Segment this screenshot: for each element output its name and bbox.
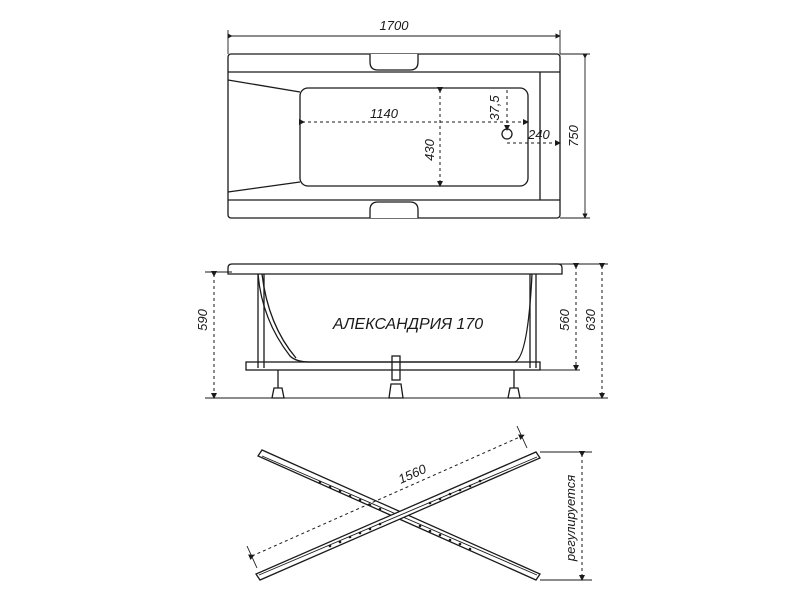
frame-bottom-rail	[245, 361, 541, 371]
frame-view: 1560 регулируется	[246, 425, 592, 581]
dimension-tub-height: 560	[557, 308, 572, 330]
tub-side-rim	[227, 263, 563, 275]
support-foot-center	[388, 355, 404, 399]
support-foot-left	[271, 370, 285, 399]
dimension-frame-height: 590	[195, 308, 210, 330]
tub-side-body	[257, 273, 533, 363]
drain-hole	[501, 128, 513, 140]
dimension-diagonal: 1560	[396, 461, 429, 487]
dimension-inner-width: 430	[422, 138, 437, 160]
side-view: АЛЕКСАНДРИЯ 170 590 560 630	[195, 263, 608, 399]
dimension-length: 1700	[380, 18, 410, 33]
dimension-drain-offset: 240	[527, 127, 550, 142]
dimension-inner-length: 1140	[370, 106, 399, 121]
adjustable-label: регулируется	[563, 475, 578, 562]
dimension-drain-from-edge: 37,5	[487, 95, 502, 121]
handle-top	[369, 54, 419, 71]
dimension-line-diagonal	[248, 434, 525, 560]
handle-bottom	[369, 201, 419, 218]
dimension-total-height: 630	[583, 308, 598, 330]
dimension-width: 750	[566, 124, 581, 146]
tub-outer-rim	[227, 53, 561, 219]
tub-inner-basin	[299, 87, 529, 187]
support-foot-right	[507, 370, 521, 399]
top-view: 1700 750 1140 430 37,5 240	[227, 18, 590, 219]
model-title: АЛЕКСАНДРИЯ 170	[332, 316, 483, 333]
